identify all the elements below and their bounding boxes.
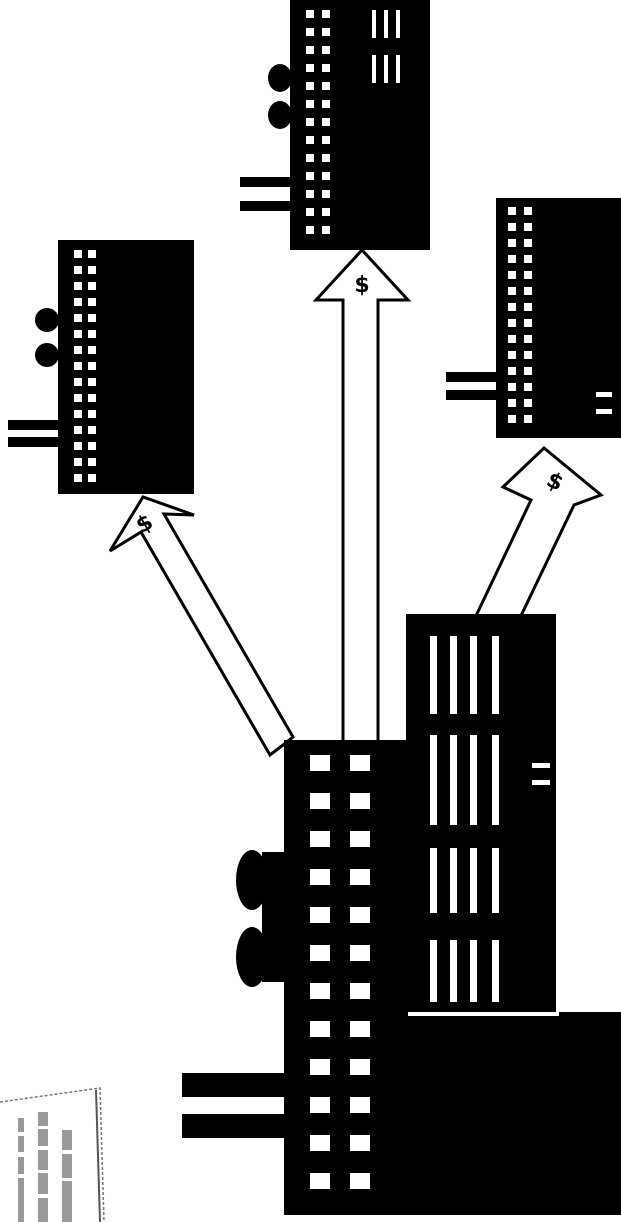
window-grid bbox=[306, 10, 330, 234]
small-factory-right bbox=[446, 198, 621, 438]
dollar-symbol-center: $ bbox=[354, 273, 369, 298]
window-grid bbox=[508, 207, 532, 423]
vertical-window-slits bbox=[596, 392, 612, 414]
window-grid bbox=[74, 250, 96, 482]
vertical-window-slits bbox=[372, 10, 400, 83]
arrow-to-right-factory bbox=[472, 445, 604, 624]
vertical-window-slits bbox=[430, 636, 550, 1002]
arrow-to-center-factory bbox=[312, 247, 412, 744]
window-grid bbox=[310, 755, 370, 1189]
arrow-to-left-factory bbox=[108, 495, 295, 758]
small-factory-left bbox=[8, 240, 194, 494]
large-factory bbox=[182, 740, 408, 1215]
small-factory-center bbox=[240, 0, 430, 250]
faded-stamp bbox=[0, 1087, 105, 1222]
adjacent-building bbox=[406, 614, 621, 1215]
